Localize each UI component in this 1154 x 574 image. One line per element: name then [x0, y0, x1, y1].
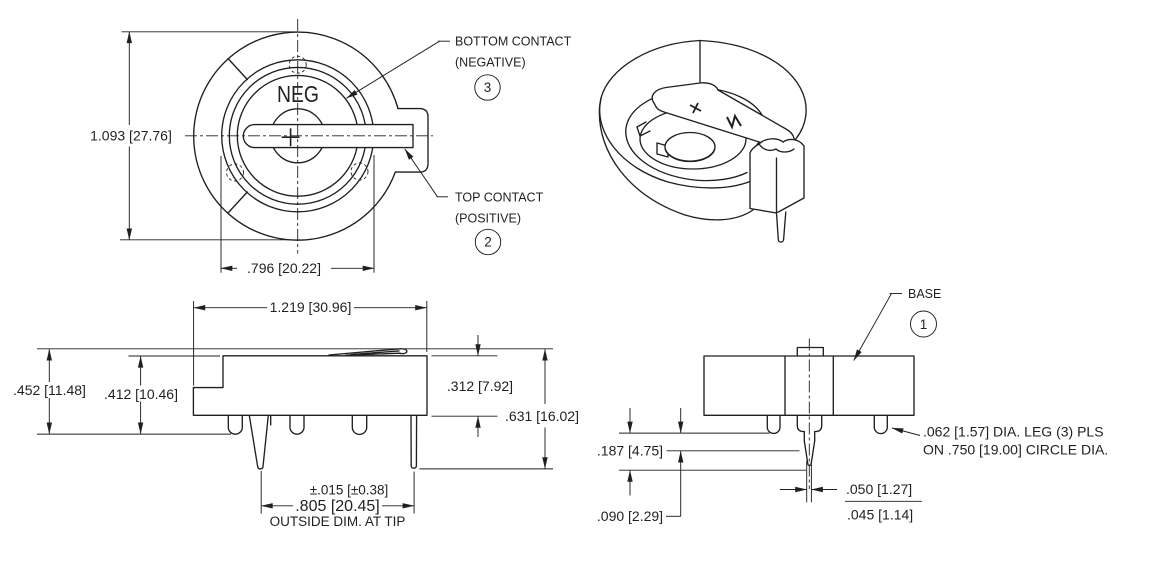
note-text-leg-line1: .062 [1.57] DIA. LEG (3) PLS	[923, 424, 1104, 440]
iso-hole-depth	[664, 148, 716, 162]
callout-text-top-contact: TOP CONTACT	[455, 191, 544, 205]
side-stub-leg-left	[766, 414, 781, 435]
iso-contact-bar	[651, 82, 795, 150]
iso-left-step	[598, 97, 602, 109]
holder-side-tab	[394, 107, 429, 173]
dim-text-body-height: .312 [7.92]	[447, 378, 513, 394]
plus-marking	[281, 128, 300, 147]
dim-body-width: 1.219 [30.96]	[193, 299, 428, 386]
balloon-number-1: 1	[920, 317, 928, 332]
neg-marking-text: NEG	[277, 81, 319, 107]
iso-inner-rim-left	[625, 86, 748, 182]
balloon-number-3: 3	[484, 80, 492, 95]
dim-note-outside-dim: OUTSIDE DIM. AT TIP	[270, 514, 406, 529]
dim-text-body-to-seat: .412 [10.46]	[104, 386, 178, 402]
front-view: 1.219 [30.96] .452 [11.48] .412 [10.46] …	[13, 299, 579, 529]
dim-text-leg-length: .187 [4.75]	[597, 443, 663, 459]
dim-body-height: .312 [7.92]	[431, 335, 513, 437]
callout-text-base: BASE	[908, 287, 941, 301]
side-top-tab	[796, 346, 824, 357]
front-spring-wire-inner	[350, 350, 400, 356]
dim-text-total-height: .631 [16.02]	[505, 408, 579, 424]
iso-outer-rim-left	[599, 39, 751, 189]
leader-line	[346, 40, 440, 99]
front-stub-leg-3	[351, 414, 368, 436]
front-long-leg-left	[248, 414, 269, 470]
isometric-view	[598, 39, 807, 243]
iso-leg-pin	[775, 211, 787, 243]
iso-plus-marking	[689, 102, 702, 114]
dim-diameter: 1.093 [27.76]	[90, 31, 301, 241]
leader-line	[853, 293, 892, 361]
note-leg-diameter: .062 [1.57] DIA. LEG (3) PLS ON .750 [19…	[891, 424, 1108, 458]
iso-block-slot	[758, 143, 795, 153]
dim-total-height: .631 [16.02]	[419, 348, 579, 470]
front-stub-leg-1	[227, 414, 243, 435]
leader-line	[404, 148, 438, 198]
iso-clip-left	[636, 121, 651, 137]
holder-outer-circle	[193, 31, 399, 241]
iso-outer-rim-right	[699, 39, 807, 149]
dim-text-body-width: 1.219 [30.96]	[270, 299, 352, 315]
dim-contact-width: .796 [20.22]	[220, 155, 375, 276]
front-body-outline	[192, 355, 428, 416]
balloon-circle-2	[474, 228, 502, 256]
dim-text-diameter: 1.093 [27.76]	[90, 128, 172, 144]
dim-pin-width: .050 [1.27] .045 [1.14]	[780, 481, 922, 523]
leader-line	[891, 427, 921, 436]
front-long-leg-right	[410, 414, 418, 469]
dim-text-contact-width: .796 [20.22]	[247, 260, 321, 276]
dim-text-pin-width-top: .050 [1.27]	[846, 481, 912, 497]
dim-text-overall-height: .452 [11.48]	[13, 382, 86, 398]
hidden-leg-circle-left	[226, 163, 244, 182]
dim-overall-height: .452 [11.48]	[13, 348, 86, 435]
hidden-leg-circle-right	[350, 162, 369, 181]
front-spring-wire	[328, 348, 408, 356]
callout-text-negative: (NEGATIVE)	[455, 56, 526, 70]
callout-top-contact: TOP CONTACT (POSITIVE) 2	[404, 148, 544, 256]
callout-text-bottom-contact: BOTTOM CONTACT	[455, 35, 572, 49]
balloon-circle-3	[474, 74, 501, 101]
side-view: BASE 1 .187 [4.75] .090 [2.29] .050 [1.2…	[597, 287, 1108, 524]
ring-cut-line-lower	[227, 191, 248, 214]
iso-wall-bottom	[598, 107, 754, 221]
balloon-number-2: 2	[484, 235, 492, 250]
dim-text-leg-span: .805 [20.45]	[295, 498, 380, 515]
dim-text-tip-length: .090 [2.29]	[597, 508, 663, 524]
callout-base: BASE 1	[853, 287, 941, 361]
dim-text-leg-tolerance: ±.015 [±0.38]	[310, 483, 389, 498]
dim-tip-length: .090 [2.29]	[597, 450, 684, 524]
side-stub-leg-right	[873, 414, 888, 435]
callout-bottom-contact: BOTTOM CONTACT (NEGATIVE) 3	[346, 35, 572, 101]
dim-leg-length: .187 [4.75]	[597, 408, 806, 496]
dim-text-pin-width-bottom: .045 [1.14]	[847, 507, 913, 523]
top-view: NEG 1.093 [27.76] .796 [20.22] BOTTOM CO…	[90, 19, 572, 276]
dim-body-to-seat: .412 [10.46]	[104, 355, 220, 435]
front-stub-leg-2	[289, 414, 305, 435]
ring-cut-line-upper	[227, 57, 248, 81]
dim-leg-span: ±.015 [±0.38] .805 [20.45] OUTSIDE DIM. …	[260, 471, 415, 529]
iso-clip-lower	[656, 142, 669, 158]
note-text-leg-line2: ON .750 [19.00] CIRCLE DIA.	[923, 442, 1108, 458]
balloon-circle-1	[910, 310, 937, 338]
callout-text-positive: (POSITIVE)	[455, 212, 521, 226]
iso-label-glyphs	[726, 113, 742, 130]
